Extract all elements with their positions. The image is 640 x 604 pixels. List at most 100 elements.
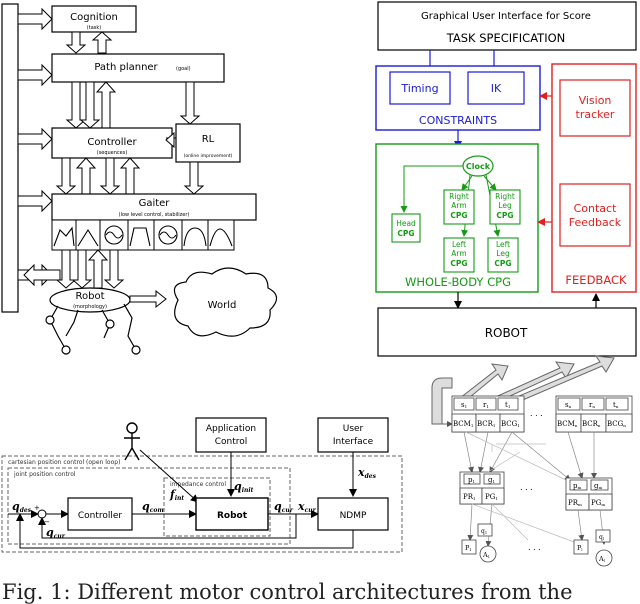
gaiter-box	[51, 193, 257, 221]
pl-node	[573, 539, 589, 555]
impedance-label: impedance control	[170, 481, 226, 488]
top-layer-left	[451, 395, 525, 433]
left-leg-line3: CPG	[494, 259, 511, 268]
controller-sub: (sequences)	[97, 150, 128, 156]
svg-text:BCGn: BCGn	[607, 420, 626, 428]
right-arm-line2: Arm	[451, 201, 466, 210]
robot-label-b: ROBOT	[485, 326, 528, 340]
right-leg-cpg-box	[489, 189, 521, 225]
contact-line2: Feedback	[569, 216, 622, 229]
task-spec-box	[377, 1, 637, 51]
vision-tracker-box	[559, 79, 631, 137]
path-planner-box	[51, 53, 225, 83]
rl-sub: (online improvement)	[184, 153, 233, 159]
path-planner-sub: (goal)	[176, 66, 191, 72]
svg-text:t1: t1	[505, 401, 510, 409]
right-leg-line3: CPG	[496, 211, 513, 220]
left-arm-cpg-box	[443, 237, 475, 273]
ik-box	[467, 71, 525, 105]
world-cloud	[173, 267, 278, 337]
robot-label-c: Robot	[217, 511, 248, 521]
qcur-feedback-loop	[38, 514, 297, 539]
app-control-line1: Application	[206, 424, 256, 434]
signal-labels: qdes qcom fint qinit qcur xcur xdes qcur	[12, 466, 377, 540]
ui-line1: User	[343, 424, 364, 434]
head-cpg-line1: Head	[396, 219, 416, 228]
controller-to-gaiter-arrows	[55, 157, 205, 195]
svg-text:sn: sn	[565, 401, 572, 409]
feedback-label: FEEDBACK	[565, 273, 627, 287]
svg-text:s1: s1	[461, 401, 467, 409]
left-leg-line1: Left	[496, 240, 510, 249]
left-arm-line2: Arm	[451, 249, 466, 258]
robot-legs	[45, 303, 141, 355]
x-cur-label: xcur	[297, 500, 317, 514]
pl-label: Pl	[577, 544, 583, 552]
gui-label: Graphical User Interface for Score	[421, 11, 591, 22]
controller-label-c: Controller	[78, 511, 123, 521]
controller-rl-arrows	[165, 131, 176, 149]
rl-label: RL	[202, 134, 215, 145]
p1-node	[461, 539, 477, 555]
timing-label: Timing	[400, 82, 438, 95]
gaiter-label: Gaiter	[139, 198, 171, 209]
svg-text:BCR1: BCR1	[477, 420, 495, 428]
ql-node	[595, 529, 611, 543]
svg-text:PRm: PRm	[568, 499, 582, 507]
right-leg-line2: Leg	[498, 201, 512, 210]
left-leg-cpg-box	[487, 237, 519, 273]
svg-text:BCG1: BCG1	[501, 420, 520, 428]
planner-to-controller-arrows	[65, 81, 201, 129]
controller-label: Controller	[87, 137, 137, 148]
user-person-head	[126, 422, 138, 434]
app-control-line2: Control	[215, 437, 248, 447]
mid-left-labels: p1 g1 PR1 PG1	[463, 476, 498, 501]
mid-layer-right	[565, 477, 613, 511]
joint-label: joint position control	[13, 471, 76, 478]
task-spec-label: TASK SPECIFICATION	[446, 31, 566, 45]
ndmp-box	[317, 497, 389, 531]
robot-sub: (morphology)	[73, 304, 107, 310]
vision-line1: Vision	[579, 94, 612, 107]
plus-sign: +	[34, 504, 40, 512]
right-arm-line1: Right	[449, 192, 469, 201]
x-des-label: xdes	[357, 466, 377, 480]
rl-box	[175, 123, 241, 163]
al-label: Al	[598, 555, 606, 563]
top-right-labels: sn rn tn BCMn BCRn BCGn	[557, 401, 626, 428]
right-arm-cpg-box	[443, 189, 475, 225]
user-person-body	[124, 433, 140, 461]
gaiter-to-robot-arrows	[55, 249, 125, 289]
joint-control-frame	[7, 467, 291, 545]
app-control-box	[195, 417, 267, 453]
robot-box	[377, 307, 637, 357]
top-layer-right	[555, 395, 633, 433]
left-leg-line2: Leg	[496, 249, 510, 258]
mid-right-labels: pm gm PRm PGm	[568, 482, 605, 507]
right-leg-line1: Right	[495, 192, 515, 201]
path-planner-label: Path planner	[94, 62, 158, 73]
cognition-sub: (task)	[87, 25, 101, 31]
q1-label: q1	[481, 528, 487, 535]
svg-text:BCM1: BCM1	[453, 420, 473, 428]
minus-sign: −	[44, 518, 50, 526]
impedance-control-frame	[163, 477, 271, 537]
p1-label: P1	[465, 544, 472, 552]
a1-node	[479, 545, 497, 563]
svg-text:BCRn: BCRn	[582, 420, 601, 428]
constraints-label: CONSTRAINTS	[419, 114, 497, 127]
svg-text:pm: pm	[573, 482, 581, 490]
figure-caption: Fig. 1: Different motor control architec…	[2, 580, 573, 604]
left-bus	[1, 3, 19, 313]
svg-text:g1: g1	[488, 476, 495, 484]
mid-layer-left	[459, 471, 505, 505]
q-des-label: qdes	[12, 500, 32, 514]
left-arm-line1: Left	[452, 240, 466, 249]
ui-line2: Interface	[333, 437, 374, 447]
bus-arrows	[17, 7, 61, 287]
ndmp-feedback-loop	[16, 513, 354, 549]
cartesian-control-frame	[1, 455, 403, 553]
panel-a-architecture: Cognition (task) Path planner (goal) Con…	[1, 3, 278, 355]
panel-d-hierarchical-graph: s1 r1 t1 BCM1 BCR1 BCG1 . . . sn rn tn B…	[431, 355, 633, 567]
svg-text:PG1: PG1	[485, 493, 498, 501]
